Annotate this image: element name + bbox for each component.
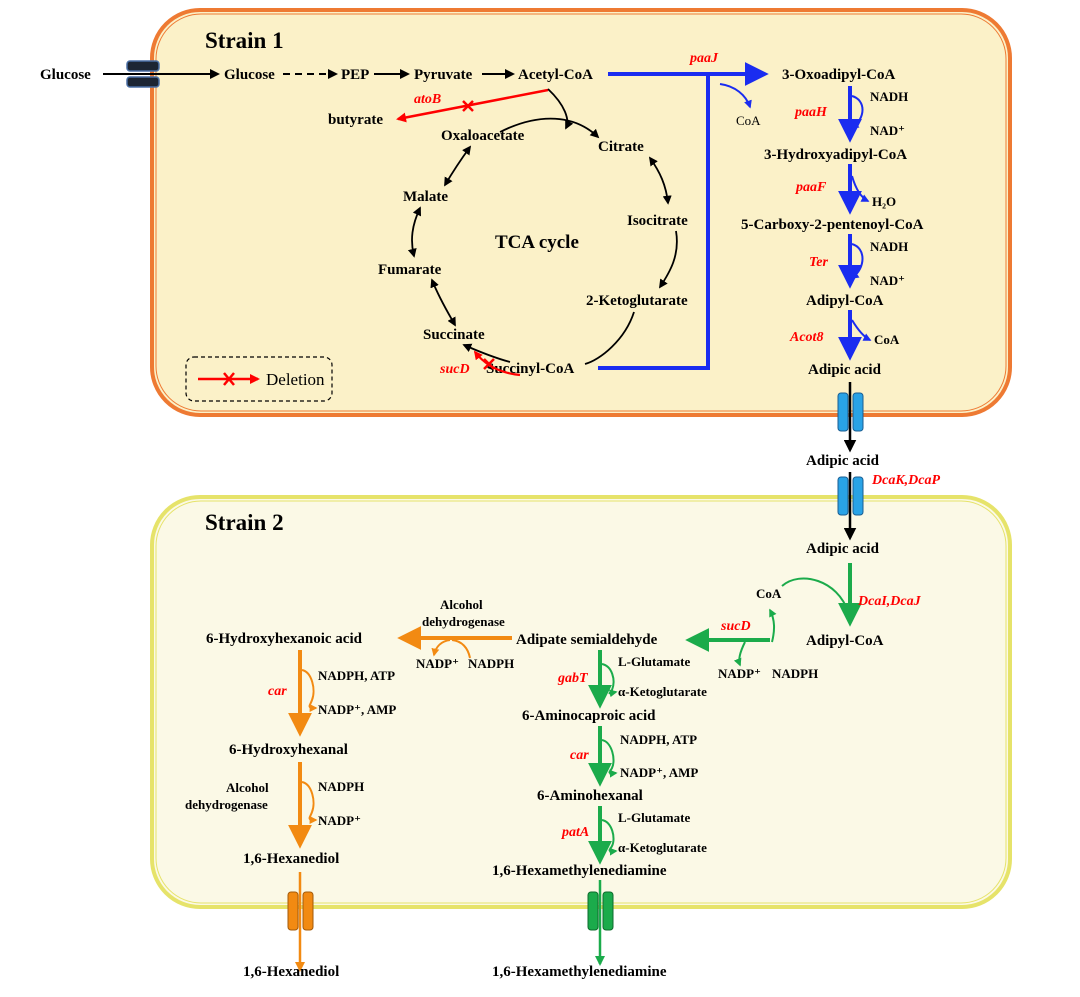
adipic-acid-strain1: Adipic acid <box>808 362 882 378</box>
alcohol-dehydrogenase-1-line1: Alcohol <box>440 597 483 612</box>
hexanediol-exporter <box>287 891 314 931</box>
oxaloacetate: Oxaloacetate <box>441 128 525 144</box>
alcohol-dehydrogenase-1-line2: dehydrogenase <box>422 614 505 629</box>
sucd-deletion-cross <box>483 358 495 370</box>
nadph-atp-1: NADPH, ATP <box>318 668 395 683</box>
coa-byproduct-2: CoA <box>874 332 900 347</box>
adipate-semialdehyde: Adipate semialdehyde <box>516 632 658 648</box>
l-glutamate-2: L-Glutamate <box>618 810 690 825</box>
isocitrate: Isocitrate <box>627 213 688 229</box>
pep: PEP <box>341 67 369 83</box>
hmda-exporter <box>587 891 614 931</box>
fumarate: Fumarate <box>378 262 442 278</box>
alcohol-dehydrogenase-2-line1: Alcohol <box>226 780 269 795</box>
adipyl-coa-strain2: Adipyl-CoA <box>806 633 884 649</box>
coa-strain2: CoA <box>756 586 782 601</box>
strain1-cell <box>150 8 1012 417</box>
adipyl-coa-strain1: Adipyl-CoA <box>806 293 884 309</box>
atob-enzyme: atoB <box>414 92 441 107</box>
paah-enzyme: paaH <box>794 105 828 120</box>
h2o: H₂O <box>872 194 896 209</box>
nadp-right: NADP⁺ <box>718 666 761 681</box>
car-enzyme-2: car <box>570 748 589 763</box>
alcohol-dehydrogenase-2-line2: dehydrogenase <box>185 797 268 812</box>
paaf-enzyme: paaF <box>795 180 827 195</box>
adipic-acid-extracellular: Adipic acid <box>806 453 880 469</box>
nadp-2: NADP⁺ <box>318 813 361 828</box>
glucose-external: Glucose <box>40 67 91 83</box>
nad-1: NAD⁺ <box>870 123 905 138</box>
nadph-atp-2: NADPH, ATP <box>620 732 697 747</box>
adipic-acid-strain2: Adipic acid <box>806 541 880 557</box>
nad-2: NAD⁺ <box>870 273 905 288</box>
nadph-left: NADPH <box>468 656 514 671</box>
nadh-1: NADH <box>870 89 908 104</box>
strain2-title: Strain 2 <box>205 510 284 535</box>
nadph-right: NADPH <box>772 666 818 681</box>
butyrate: butyrate <box>328 112 383 128</box>
atob-deletion-cross <box>462 100 474 112</box>
2-ketoglutarate: 2-Ketoglutarate <box>586 293 688 309</box>
alpha-ketoglutarate-2: α-Ketoglutarate <box>618 840 707 855</box>
sucd-enzyme-strain1: sucD <box>439 362 470 377</box>
3-hydroxyadipyl-coa: 3-Hydroxyadipyl-CoA <box>764 147 907 163</box>
1-6-hexamethylenediamine-extracellular: 1,6-Hexamethylenediamine <box>492 964 667 980</box>
6-hydroxyhexanoic-acid: 6-Hydroxyhexanoic acid <box>206 631 363 647</box>
legend-box <box>185 356 333 402</box>
1-6-hexamethylenediamine-intracellular: 1,6-Hexamethylenediamine <box>492 863 667 879</box>
pata-enzyme: patA <box>561 825 589 840</box>
car-enzyme-1: car <box>268 684 287 699</box>
strain2-cell <box>150 495 1012 909</box>
glucose: Glucose <box>224 67 275 83</box>
nadh-2: NADH <box>870 239 908 254</box>
succinate: Succinate <box>423 327 485 343</box>
strain1-title: Strain 1 <box>205 28 284 53</box>
blue-pathway <box>598 62 769 370</box>
ter-enzyme: Ter <box>809 255 828 270</box>
6-hydroxyhexanal: 6-Hydroxyhexanal <box>229 742 348 758</box>
dcai-dcaj-enzyme: DcaI,DcaJ <box>857 594 922 609</box>
pyruvate: Pyruvate <box>414 67 473 83</box>
nadp-amp-2: NADP⁺, AMP <box>620 765 698 780</box>
malate: Malate <box>403 189 448 205</box>
5-carboxy-2-pentenoyl-coa: 5-Carboxy-2-pentenoyl-CoA <box>741 217 924 233</box>
sucd-enzyme-strain2: sucD <box>720 619 751 634</box>
dcak-dcap-enzyme: DcaK,DcaP <box>871 473 940 488</box>
nadp-left: NADP⁺ <box>416 656 459 671</box>
legend-deletion-label: Deletion <box>266 370 325 389</box>
adipic-exporter <box>837 392 864 432</box>
citrate: Citrate <box>598 139 644 155</box>
acetyl-coa: Acetyl-CoA <box>518 67 593 83</box>
nadp-amp-1: NADP⁺, AMP <box>318 702 396 717</box>
acot8-enzyme: Acot8 <box>789 330 823 345</box>
6-aminocaproic-acid: 6-Aminocaproic acid <box>522 708 656 724</box>
tca-cycle-label: TCA cycle <box>495 232 579 253</box>
6-aminohexanal: 6-Aminohexanal <box>537 788 643 804</box>
l-glutamate-1: L-Glutamate <box>618 654 690 669</box>
coa-byproduct-1: CoA <box>736 113 761 128</box>
glucose-transporter <box>126 60 160 88</box>
3-oxoadipyl-coa: 3-Oxoadipyl-CoA <box>782 67 896 83</box>
tca-arrows <box>407 88 678 365</box>
nadph-2: NADPH <box>318 779 364 794</box>
alpha-ketoglutarate-1: α-Ketoglutarate <box>618 684 707 699</box>
1-6-hexanediol-extracellular: 1,6-Hexanediol <box>243 964 339 980</box>
gabt-enzyme: gabT <box>557 671 589 686</box>
paaj-enzyme: paaJ <box>689 51 719 66</box>
adipic-importer <box>837 476 864 516</box>
1-6-hexanediol-intracellular: 1,6-Hexanediol <box>243 851 339 867</box>
